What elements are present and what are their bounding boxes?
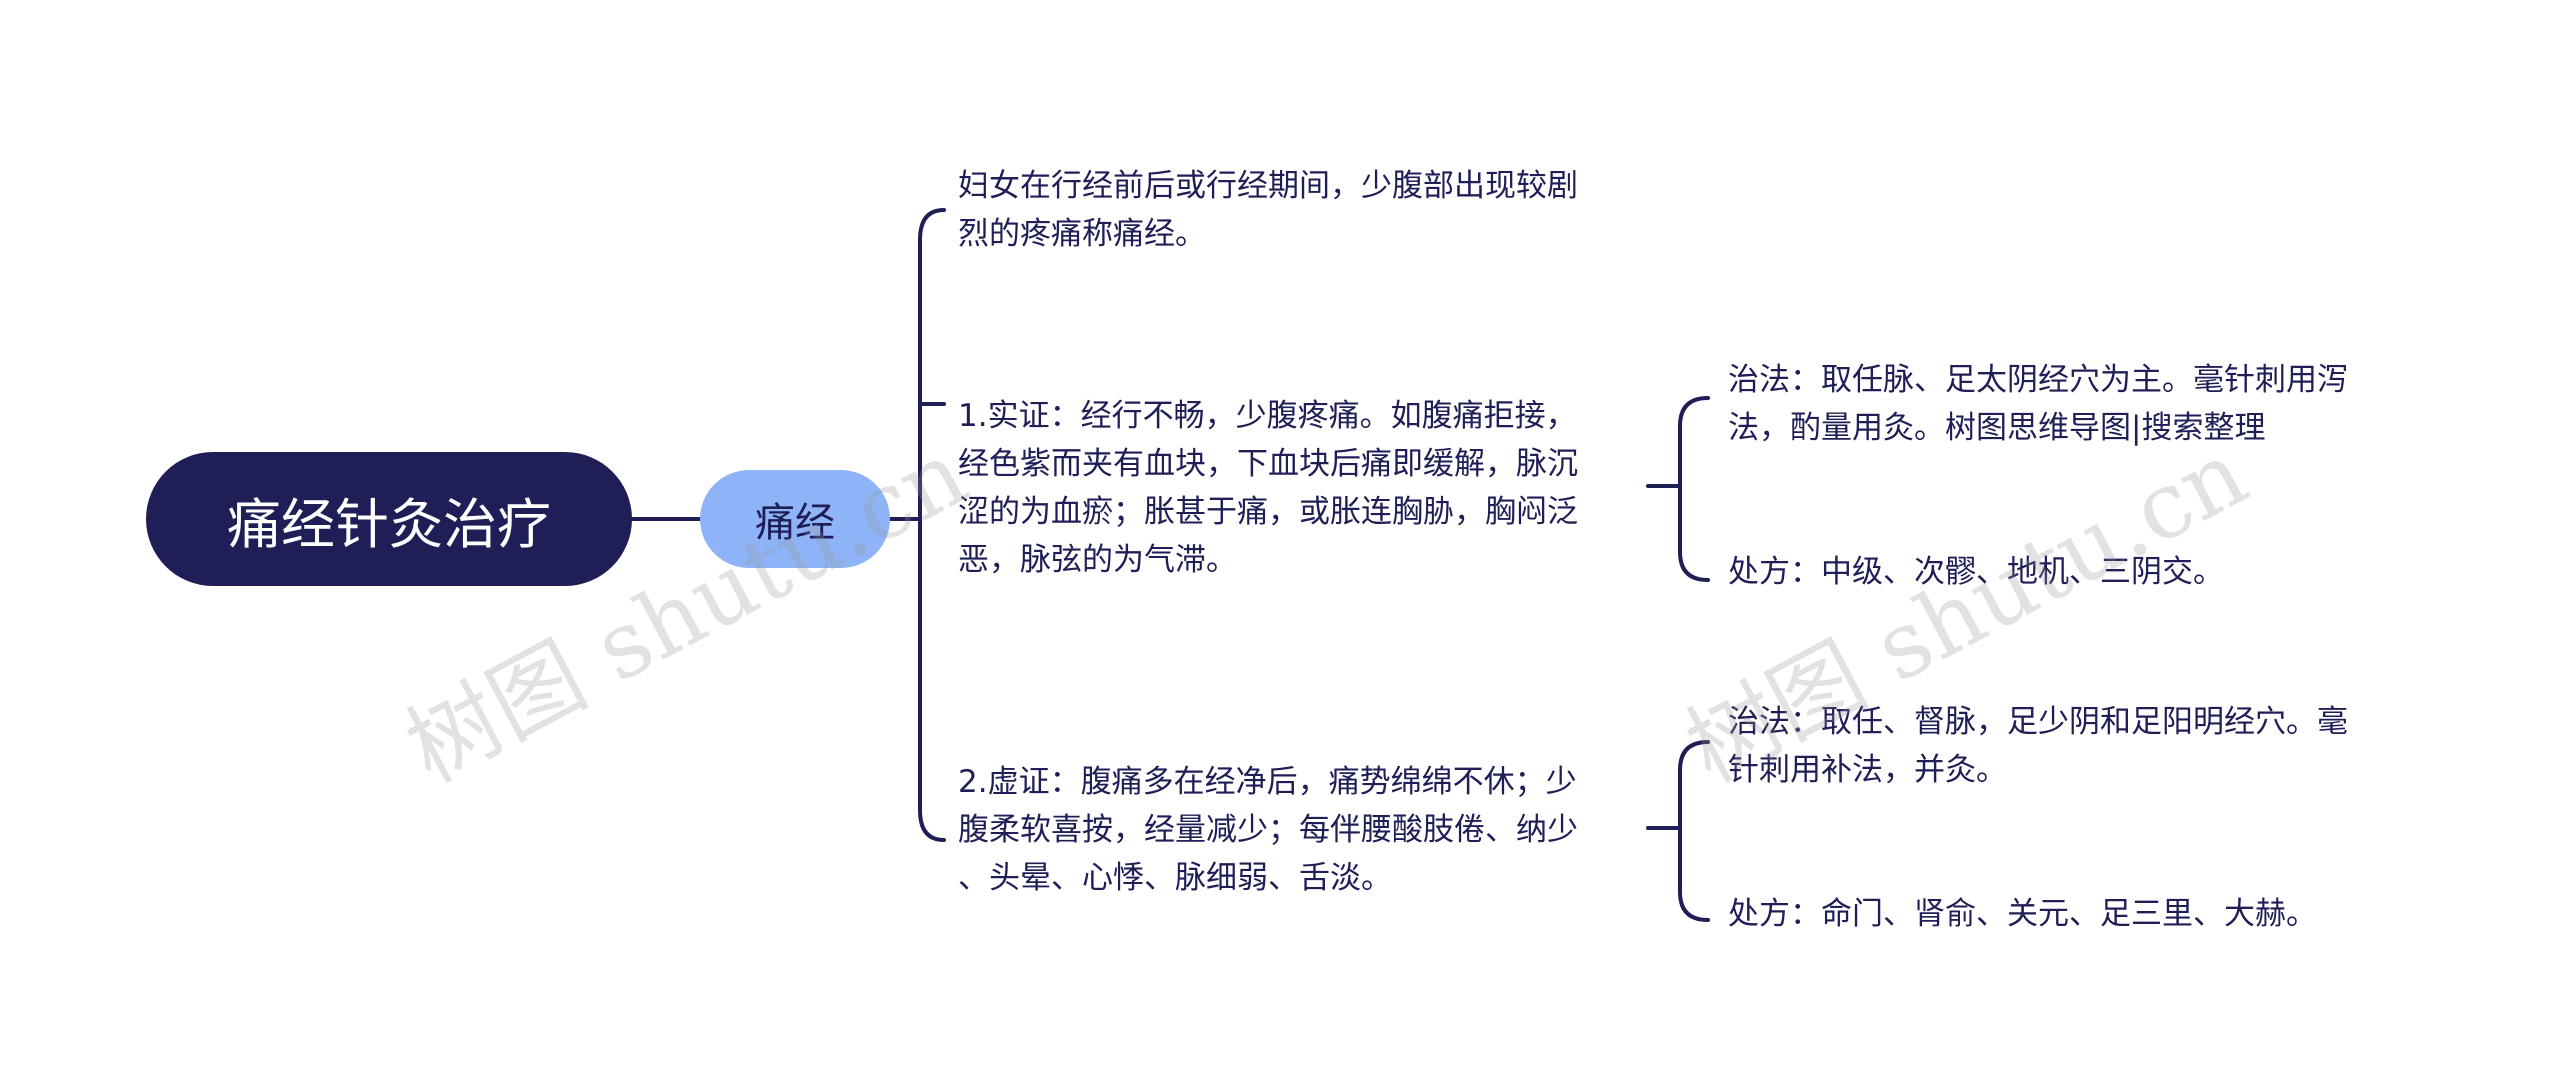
excess-treatment-node[interactable]: 治法：取任脉、足太阴经穴为主。毫针刺用泻 法，酌量用灸。树图思维导图|搜索整理 bbox=[1728, 362, 2348, 446]
excess-to-treatment-bracket bbox=[1646, 396, 1710, 582]
excess-prescription-node[interactable]: 处方：中级、次髎、地机、三阴交。 bbox=[1728, 554, 2224, 590]
excess-pattern-node[interactable]: 1.实证：经行不畅，少腹疼痛。如腹痛拒接， 经色紫而夹有血块，下血块后痛即缓解，… bbox=[958, 398, 1578, 578]
root-node[interactable]: 痛经针灸治疗 bbox=[146, 452, 632, 586]
root-node-label: 痛经针灸治疗 bbox=[227, 492, 551, 556]
topic-node-label: 痛经 bbox=[755, 500, 835, 546]
deficiency-pattern-node[interactable]: 2.虚证：腹痛多在经净后，痛势绵绵不休；少 腹柔软喜按，经量减少；每伴腰酸肢倦、… bbox=[958, 764, 1578, 896]
deficiency-treatment-node[interactable]: 治法：取任、督脉，足少阴和足阳明经穴。毫 针刺用补法，并灸。 bbox=[1728, 704, 2348, 788]
definition-node[interactable]: 妇女在行经前后或行经期间，少腹部出现较剧 烈的疼痛称痛经。 bbox=[958, 168, 1578, 252]
deficiency-to-treatment-bracket bbox=[1646, 740, 1710, 922]
topic-node[interactable]: 痛经 bbox=[700, 470, 890, 568]
topic-to-children-bracket bbox=[888, 208, 946, 842]
deficiency-prescription-node[interactable]: 处方：命门、肾俞、关元、足三里、大赫。 bbox=[1728, 896, 2317, 932]
